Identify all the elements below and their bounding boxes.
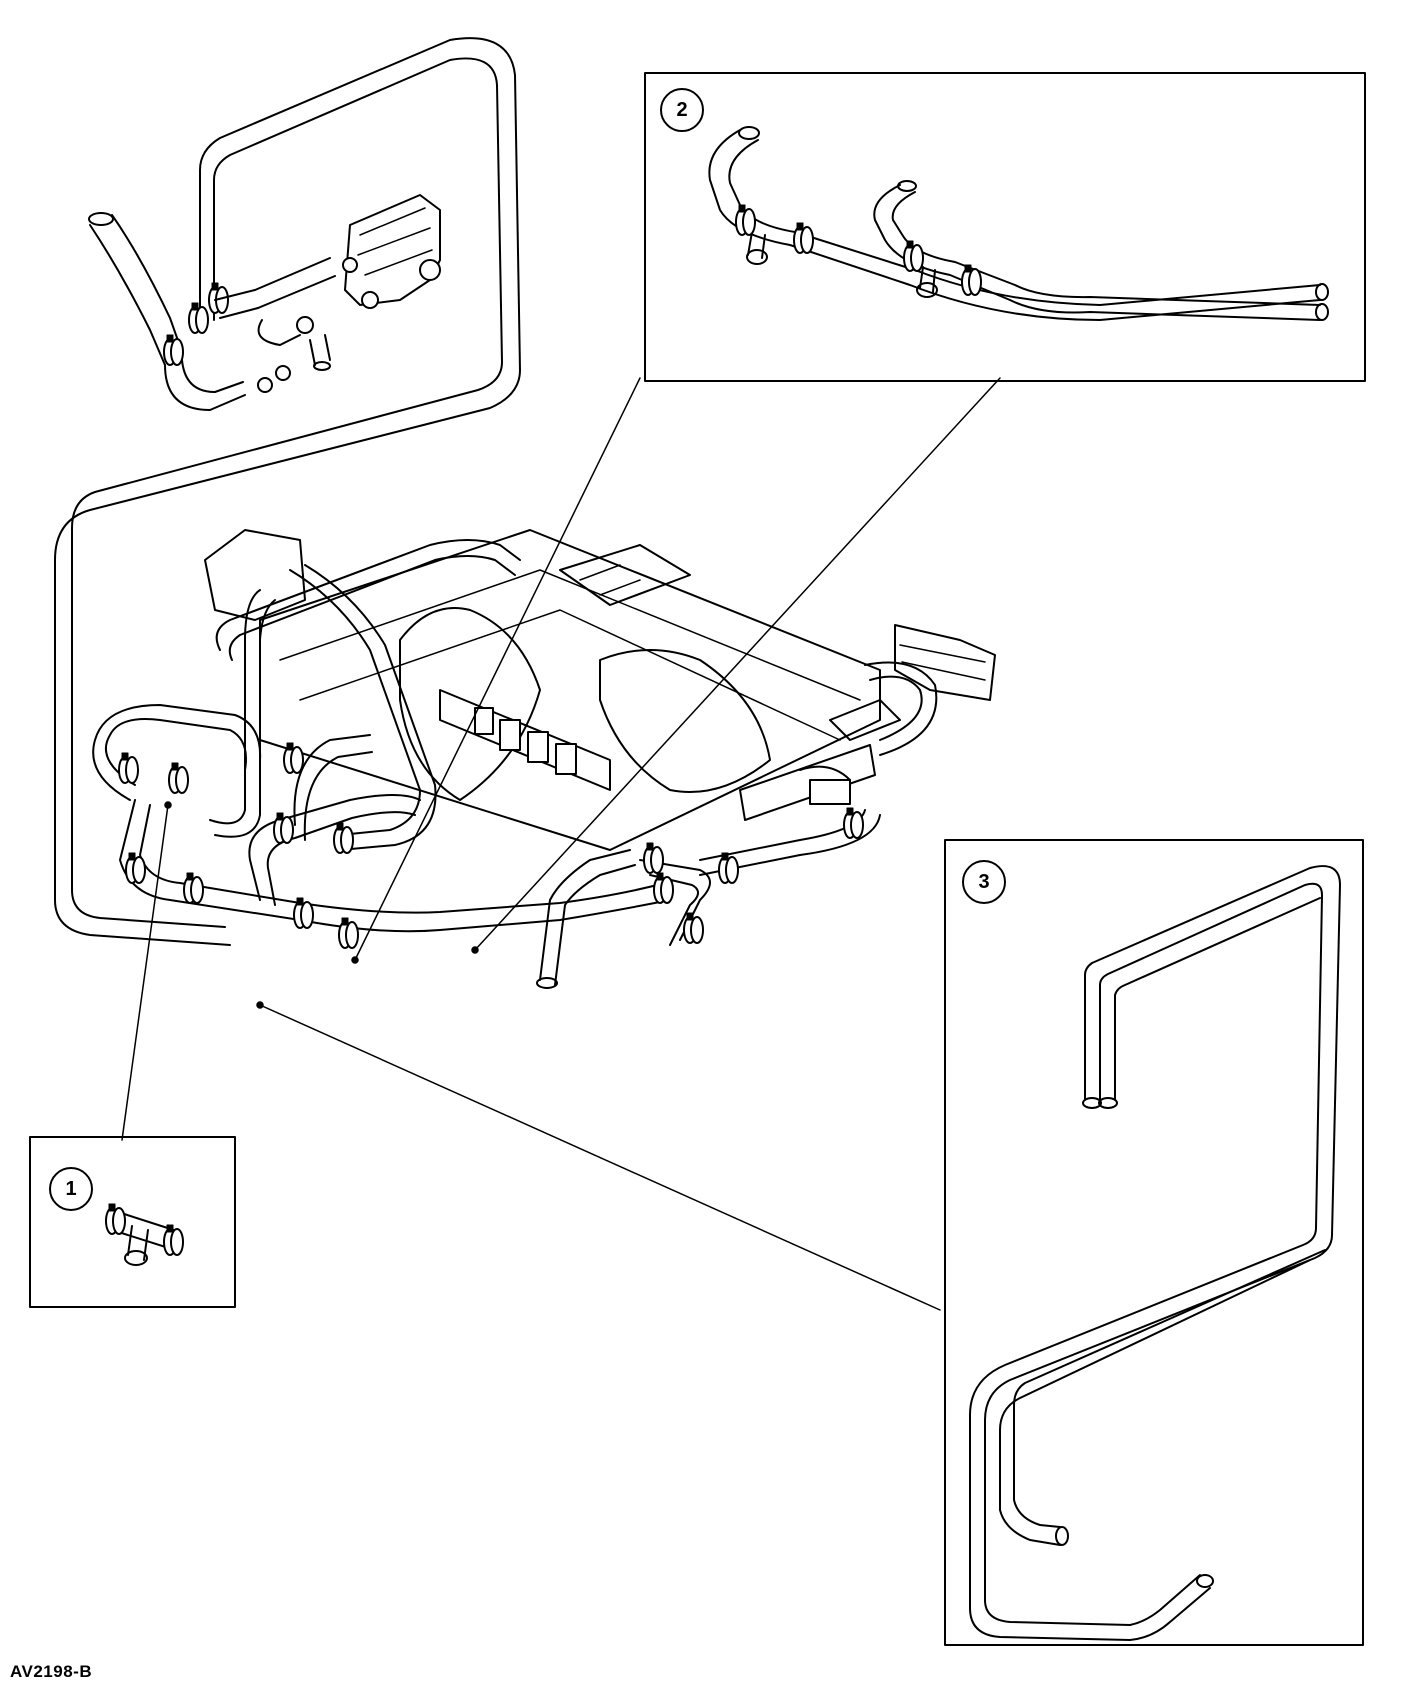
figure-code: AV2198-B <box>10 1662 93 1681</box>
hose-tee-connector-1 <box>105 1203 184 1266</box>
hose-loop-inner <box>71 57 503 928</box>
hose-stub-upper-left <box>89 224 166 366</box>
callout-2: 2 <box>660 88 704 132</box>
detail-box-1 <box>29 1136 236 1308</box>
engine-intake-manifold <box>204 529 996 851</box>
hose-loop-outer <box>54 37 521 946</box>
control-valve-body <box>344 194 441 306</box>
callout-1-label: 1 <box>65 1177 77 1200</box>
detail-box-2 <box>644 72 1366 382</box>
callout-1: 1 <box>49 1167 93 1211</box>
engine-hose-network <box>92 539 938 989</box>
callout-3-label: 3 <box>978 870 990 893</box>
hose-pair-detail-2 <box>708 126 1329 321</box>
hose-loop-detail-3 <box>969 865 1341 1641</box>
leader-lines <box>121 377 1001 1311</box>
callout-2-label: 2 <box>676 98 688 121</box>
hose-lower-bend <box>164 364 246 411</box>
detail-box-3 <box>944 839 1364 1646</box>
heater-valve-assembly <box>54 37 521 946</box>
callout-3: 3 <box>962 860 1006 904</box>
